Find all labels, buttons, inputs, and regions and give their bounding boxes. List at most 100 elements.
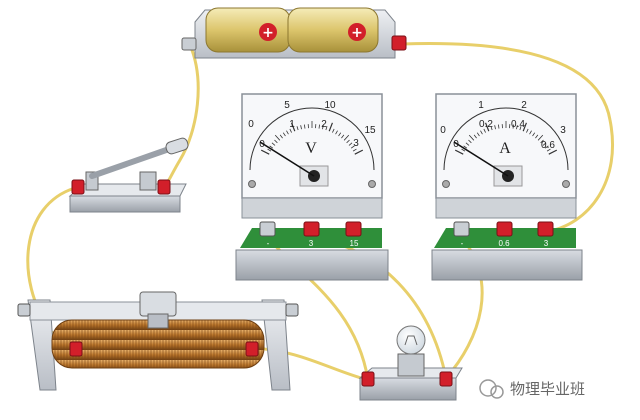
- ammeter-top-tick-1: 1: [478, 100, 484, 111]
- voltmeter-scale-arc: [249, 107, 375, 171]
- voltTicks-mark: [341, 134, 345, 139]
- watermark-text: 物理毕业班: [510, 380, 585, 398]
- rheostat-bar-terminal-left[interactable]: [17, 303, 31, 317]
- voltTicks-mark: [346, 139, 350, 144]
- rheostat-slider[interactable]: [139, 291, 177, 317]
- ampTicks-mark: [498, 124, 500, 129]
- voltmeter-symbol: V: [305, 140, 317, 157]
- ammeter-bottom-tick-1: 0.2: [479, 119, 493, 130]
- rheostat-terminal-left[interactable]: [69, 341, 83, 357]
- ampTicks-mark: [468, 139, 472, 144]
- ampTicks-mark: [526, 128, 529, 133]
- rheostat-bar-terminal-right[interactable]: [285, 303, 299, 317]
- battery-cell-2: [287, 7, 379, 53]
- switch-handle[interactable]: [165, 137, 190, 155]
- voltmeter-top-tick-1: 5: [284, 100, 290, 111]
- voltTicks-mark: [296, 126, 299, 131]
- voltmeter-ticks: [260, 121, 364, 155]
- voltTicks-mark: [289, 128, 292, 133]
- ampTicks-mark: [485, 122, 490, 132]
- wire-voltmeter-neg-to-rheostat: [266, 234, 370, 382]
- voltTicks-mark: [274, 134, 281, 141]
- light-bulb[interactable]: [358, 325, 463, 401]
- ammeter-scale-arc: [443, 107, 569, 171]
- ampTicks-mark: [542, 142, 547, 146]
- voltTicks-mark: [348, 142, 353, 146]
- ampTicks-mark: [473, 134, 477, 139]
- voltTicks-mark: [325, 126, 328, 131]
- voltTicks-mark: [274, 139, 278, 144]
- voltTicks-mark: [300, 125, 302, 130]
- voltmeter-terminal-3[interactable]: [303, 221, 320, 237]
- ampTicks-mark: [540, 139, 544, 144]
- battery-positive-terminal[interactable]: [391, 35, 407, 51]
- switch-blade[interactable]: [89, 145, 175, 179]
- wire-battery-to-ammeter: [400, 42, 615, 234]
- switch-terminal-left[interactable]: [71, 179, 85, 195]
- voltmeter-bottom-tick-0: 0: [259, 139, 265, 150]
- voltTicks-mark: [328, 122, 333, 132]
- ampTicks-mark: [480, 130, 483, 135]
- ampTicks-mark: [522, 122, 527, 132]
- ampTicks-mark: [546, 148, 551, 152]
- lamp-terminal-right[interactable]: [439, 371, 453, 387]
- ammeter-top-tick-3: 3: [560, 125, 566, 136]
- voltTicks-mark: [318, 124, 320, 129]
- ampTicks-mark: [548, 149, 558, 155]
- ammeter-terminal-3[interactable]: [537, 221, 554, 237]
- ammeter-symbol: A: [499, 140, 511, 157]
- voltmeter-terminal-label-15: 15: [350, 239, 359, 248]
- battery-negative-terminal[interactable]: [181, 37, 197, 51]
- voltmeter-terminal-label-3: 3: [309, 239, 314, 248]
- ammeter[interactable]: 0 1 2 3 0 0.2 0.4 0.6 A - 0.6 3: [431, 93, 583, 281]
- switch-terminal-right[interactable]: [157, 179, 171, 195]
- ampTicks-mark: [468, 134, 475, 141]
- voltTicks-mark: [260, 149, 270, 155]
- ampTicks-mark: [532, 132, 536, 137]
- ammeter-terminal-label-0-6: 0.6: [498, 239, 510, 248]
- voltTicks-mark: [350, 145, 355, 149]
- voltTicks-mark: [338, 132, 342, 137]
- voltmeter[interactable]: 0 5 10 15 0 1 2 3 V - 3 15: [235, 93, 389, 281]
- voltTicks-mark: [271, 142, 276, 146]
- voltTicks-mark: [343, 134, 350, 141]
- voltTicks-mark: [352, 148, 357, 152]
- ammeter-bottom-tick-2: 0.4: [511, 119, 525, 130]
- ammeter-terminal-label-neg: -: [461, 239, 464, 248]
- lamp-terminal-left[interactable]: [361, 371, 375, 387]
- ampTicks-mark: [494, 125, 496, 130]
- ampTicks-mark: [490, 126, 493, 131]
- voltTicks-mark: [267, 148, 272, 152]
- ammeter-bottom-tick-3: 0.6: [541, 140, 555, 151]
- ammeter-top-tick-2: 2: [521, 100, 527, 111]
- battery-cell-1-symbol: +: [262, 25, 274, 41]
- ampTicks-mark: [537, 134, 544, 141]
- rheostat[interactable]: [17, 291, 299, 391]
- voltTicks-mark: [354, 149, 364, 155]
- voltTicks-mark: [286, 130, 289, 135]
- voltmeter-bottom-tick-3: 3: [353, 138, 359, 149]
- voltTicks-mark: [335, 130, 338, 135]
- ampTicks-mark: [529, 130, 532, 135]
- battery-cell-2-symbol: +: [351, 25, 363, 41]
- ampTicks-mark: [544, 145, 549, 149]
- wechat-icon: [479, 379, 497, 397]
- voltmeter-terminal-neg[interactable]: [259, 221, 276, 237]
- ampTicks-mark: [463, 145, 468, 149]
- ammeter-needle: [453, 141, 509, 177]
- battery[interactable]: + +: [181, 7, 407, 59]
- wire-battery-to-switch: [158, 43, 200, 190]
- ammeter-terminal-neg[interactable]: [453, 221, 470, 237]
- voltTicks-mark: [282, 132, 286, 137]
- knife-switch[interactable]: [68, 137, 190, 213]
- voltmeter-needle: [259, 141, 315, 177]
- voltTicks-mark: [332, 128, 335, 133]
- rheostat-terminal-right[interactable]: [245, 341, 259, 357]
- ampTicks-mark: [535, 134, 539, 139]
- ampTicks-mark: [465, 142, 470, 146]
- ammeter-terminal-0-6[interactable]: [496, 221, 513, 237]
- bulb-glass: [396, 325, 426, 355]
- voltmeter-terminal-15[interactable]: [345, 221, 362, 237]
- ampTicks-mark: [483, 128, 486, 133]
